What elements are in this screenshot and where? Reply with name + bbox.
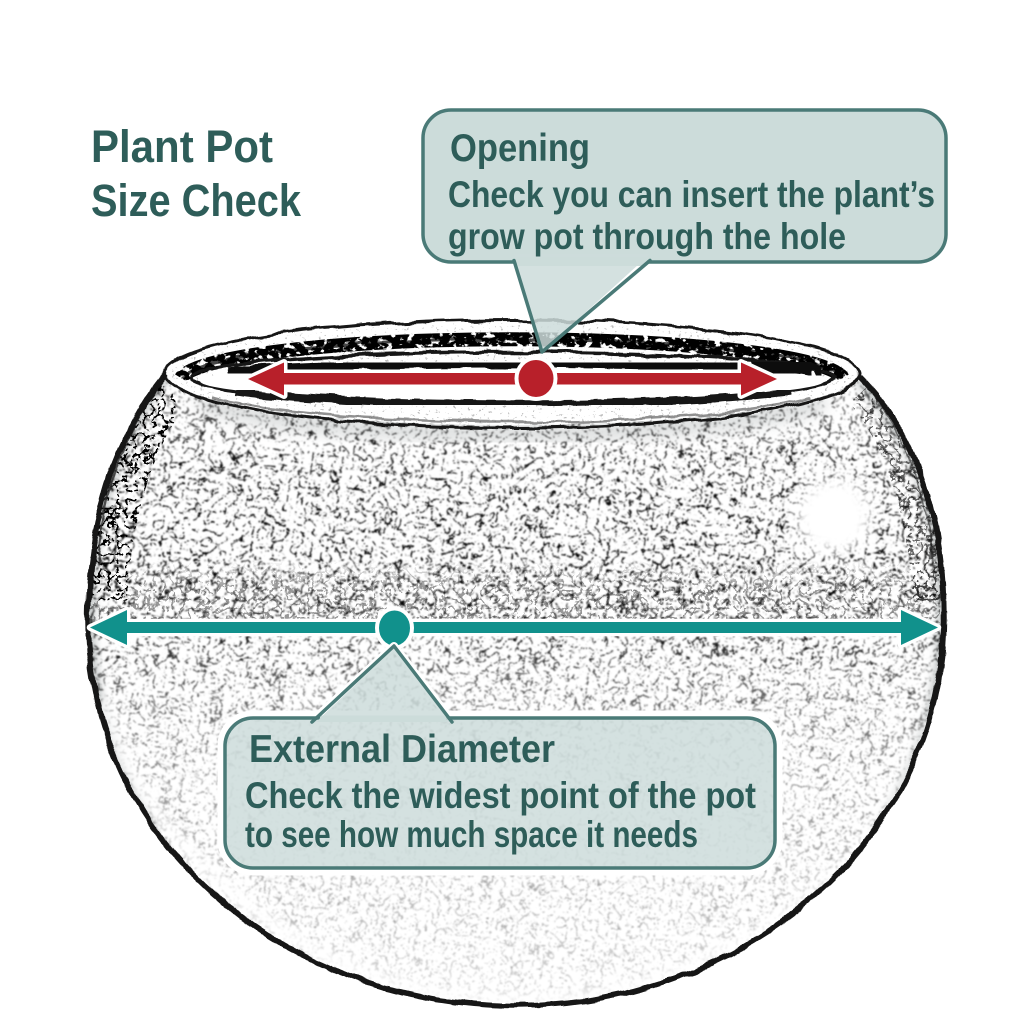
svg-text:Plant Pot: Plant Pot (91, 121, 273, 172)
svg-text:Check you can insert the plant: Check you can insert the plant’s (448, 174, 935, 215)
svg-text:Opening: Opening (450, 127, 590, 170)
svg-text:to see how much space it needs: to see how much space it needs (245, 814, 698, 855)
svg-text:External Diameter: External Diameter (249, 728, 555, 771)
svg-text:Size Check: Size Check (91, 175, 302, 226)
svg-text:Check the widest point of the: Check the widest point of the pot (245, 775, 756, 816)
svg-text:grow pot through the hole: grow pot through the hole (448, 216, 846, 257)
